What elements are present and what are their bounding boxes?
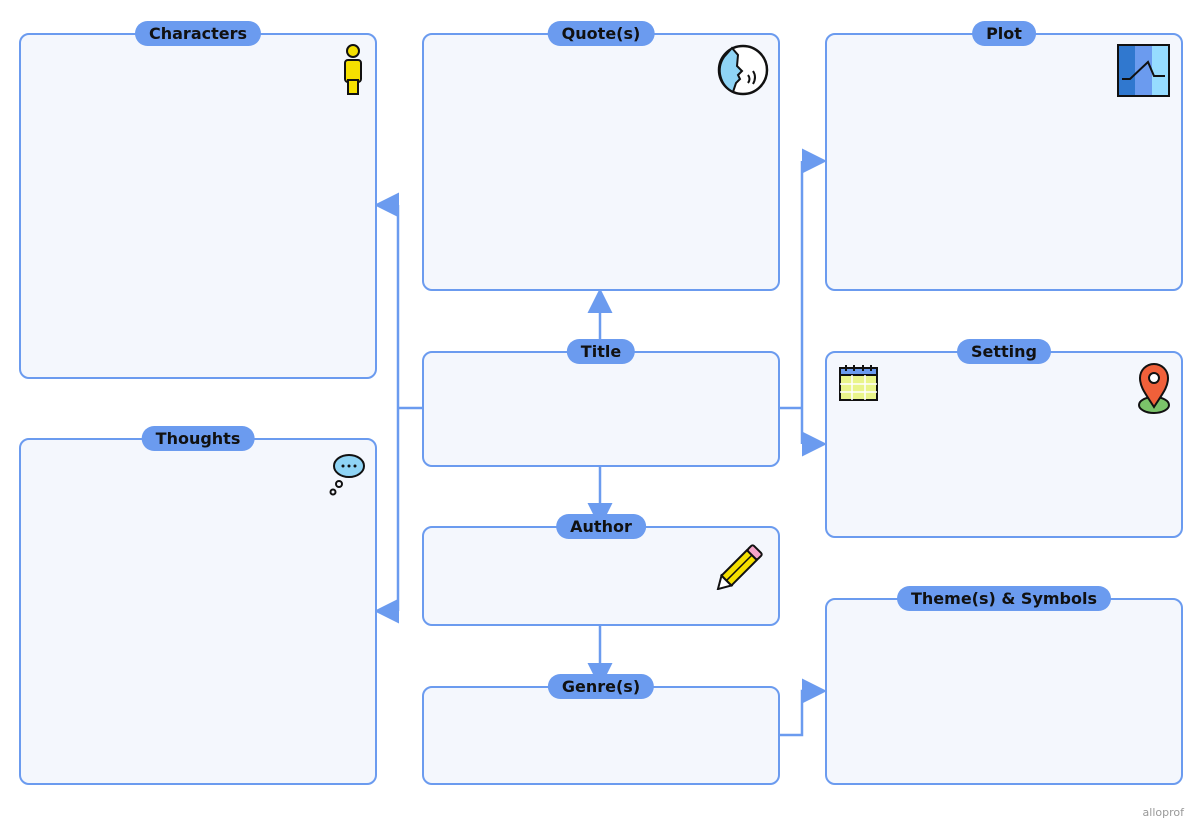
setting-label: Setting: [957, 339, 1051, 364]
plot-box[interactable]: Plot: [825, 21, 1183, 291]
characters-box[interactable]: Characters: [19, 21, 377, 379]
characters-label: Characters: [134, 21, 262, 46]
genre-label: Genre(s): [547, 674, 655, 699]
themes-label: Theme(s) & Symbols: [897, 586, 1111, 611]
plot-label: Plot: [972, 21, 1036, 46]
speaking-face-icon: [717, 44, 769, 96]
themes-box[interactable]: Theme(s) & Symbols: [825, 586, 1183, 785]
location-pin-icon: [1138, 363, 1170, 414]
title-box[interactable]: Title: [422, 339, 780, 467]
title-label: Title: [566, 339, 636, 364]
brand-logo: alloprof: [1142, 806, 1184, 819]
quotes-label: Quote(s): [547, 21, 655, 46]
pencil-icon: [716, 544, 763, 590]
person-icon: [344, 44, 362, 95]
calendar-icon: [839, 365, 878, 401]
plot-graph-icon: [1117, 44, 1170, 97]
author-box[interactable]: Author: [422, 514, 780, 626]
author-label: Author: [556, 514, 646, 539]
quotes-box[interactable]: Quote(s): [422, 21, 780, 291]
thought-bubble-icon: [329, 454, 365, 496]
genre-box[interactable]: Genre(s): [422, 674, 780, 785]
setting-box[interactable]: Setting: [825, 339, 1183, 538]
thoughts-label: Thoughts: [141, 426, 255, 451]
thoughts-box[interactable]: Thoughts: [19, 426, 377, 785]
